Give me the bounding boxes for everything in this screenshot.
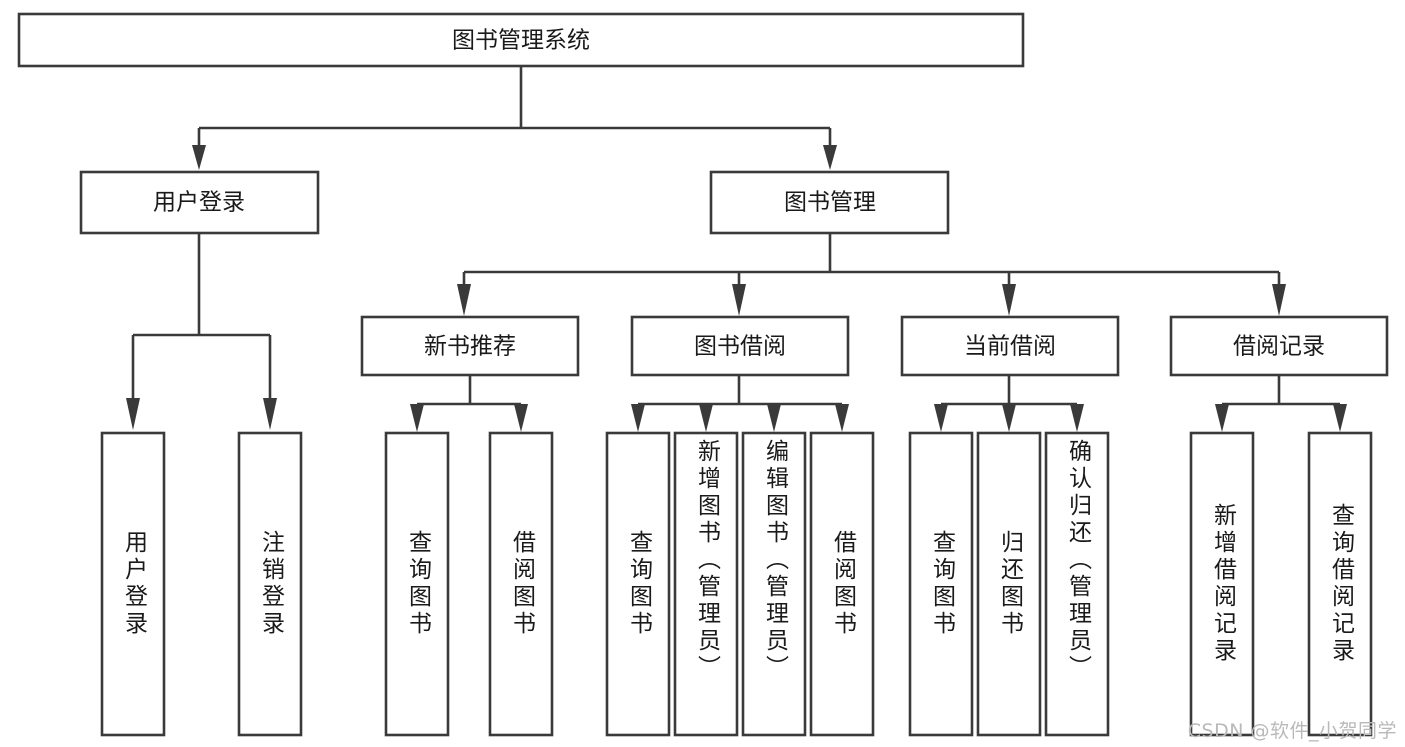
node-book-management-box[interactable] xyxy=(709,170,950,235)
node-root-system[interactable]: 图书管理系统 xyxy=(17,12,1025,68)
leaf-box-nbr-borrow-book[interactable] xyxy=(488,431,554,737)
node-new-book-recommend-label: 新书推荐 xyxy=(424,334,516,360)
node-root-system-box[interactable] xyxy=(17,12,1025,68)
node-new-book-recommend[interactable]: 新书推荐 xyxy=(360,315,580,377)
arrow-head-br-leaf-1 xyxy=(1215,404,1229,432)
node-current-borrow-label: 当前借阅 xyxy=(964,334,1056,360)
connectors-current-borrow-to-leaves xyxy=(934,376,1084,432)
leaf-box-cb-return-book[interactable] xyxy=(976,431,1042,737)
connectors-book-borrow-to-leaves xyxy=(631,376,849,432)
node-book-borrow-label: 图书借阅 xyxy=(694,334,786,360)
node-book-borrow-box[interactable] xyxy=(630,315,850,377)
leaf-box-cb-confirm-return[interactable] xyxy=(1044,431,1110,737)
leaf-box-logout[interactable] xyxy=(237,431,303,737)
arrow-head-br-leaf-2 xyxy=(1333,404,1347,432)
connectors-user-login-to-leaves xyxy=(126,234,277,430)
node-user-login[interactable]: 用户登录 xyxy=(79,170,320,235)
arrow-head-nbr-leaf-1 xyxy=(410,404,424,432)
node-root-system-label: 图书管理系统 xyxy=(452,28,590,54)
leaf-box-bb-query-book[interactable] xyxy=(605,431,671,737)
node-borrow-record-box[interactable] xyxy=(1169,315,1389,377)
leaf-boxes-user-login xyxy=(100,431,303,737)
leaf-boxes-new-book-recommend xyxy=(384,431,554,737)
leaf-box-cb-query-book[interactable] xyxy=(908,431,974,737)
arrow-head-bb-leaf-3 xyxy=(767,404,781,432)
arrow-head-nbr-leaf-2 xyxy=(514,404,528,432)
node-current-borrow[interactable]: 当前借阅 xyxy=(900,315,1120,377)
leaf-boxes-book-borrow xyxy=(605,431,875,737)
node-book-management-label: 图书管理 xyxy=(784,190,876,216)
node-new-book-recommend-box[interactable] xyxy=(360,315,580,377)
leaf-boxes-current-borrow xyxy=(908,431,1110,737)
node-borrow-record[interactable]: 借阅记录 xyxy=(1169,315,1389,377)
arrow-head-user-login xyxy=(192,145,206,170)
connectors-borrow-record-to-leaves xyxy=(1215,376,1347,432)
node-user-login-box[interactable] xyxy=(79,170,320,235)
arrow-head-current-borrow xyxy=(1002,284,1016,316)
arrow-head-leaf-logout xyxy=(263,398,277,430)
arrow-head-cb-leaf-3 xyxy=(1070,404,1084,432)
arrow-head-borrow-record xyxy=(1272,284,1286,316)
arrow-head-new-book-recommend xyxy=(457,284,471,316)
arrow-head-bb-leaf-1 xyxy=(631,404,645,432)
arrow-head-cb-leaf-1 xyxy=(934,404,948,432)
node-user-login-label: 用户登录 xyxy=(153,190,245,216)
leaf-box-br-query-record[interactable] xyxy=(1307,431,1373,737)
node-book-management[interactable]: 图书管理 xyxy=(709,170,950,235)
leaf-box-bb-edit-book[interactable] xyxy=(741,431,807,737)
connectors-root-to-level2 xyxy=(192,66,837,170)
leaf-box-bb-add-book[interactable] xyxy=(673,431,739,737)
csdn-watermark: CSDN @软件_小贺同学 xyxy=(1187,720,1397,742)
arrow-head-cb-leaf-2 xyxy=(1002,404,1016,432)
leaf-box-bb-borrow-book[interactable] xyxy=(809,431,875,737)
arrow-head-bb-leaf-2 xyxy=(699,404,713,432)
connectors-book-mgmt-to-level3 xyxy=(457,234,1286,316)
leaf-box-user-login[interactable] xyxy=(100,431,166,737)
connectors-new-book-recommend-to-leaves xyxy=(410,376,528,432)
node-current-borrow-box[interactable] xyxy=(900,315,1120,377)
leaf-boxes-borrow-record xyxy=(1189,431,1373,737)
arrow-head-book-borrow xyxy=(732,284,746,316)
node-book-borrow[interactable]: 图书借阅 xyxy=(630,315,850,377)
node-borrow-record-label: 借阅记录 xyxy=(1233,334,1325,360)
leaf-box-br-add-record[interactable] xyxy=(1189,431,1255,737)
arrow-head-bb-leaf-4 xyxy=(835,404,849,432)
leaf-box-nbr-query-book[interactable] xyxy=(384,431,450,737)
arrow-head-book-mgmt xyxy=(823,145,837,170)
arrow-head-leaf-user-login xyxy=(126,398,140,430)
